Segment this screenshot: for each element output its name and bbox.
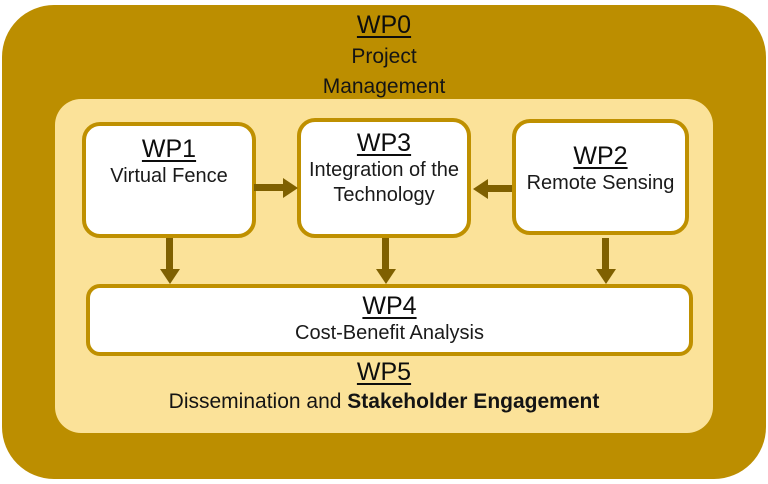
wp4-title: WP4 (362, 292, 417, 320)
wp2-title: WP2 (573, 142, 628, 170)
wp5-body: Dissemination and Stakeholder Engagement (0, 390, 768, 414)
arrow-wp3-to-wp4-shaft (382, 238, 389, 269)
arrow-wp3-to-wp4-head-icon (376, 269, 396, 284)
wp0-body: Project Management (322, 45, 446, 98)
wp3-title: WP3 (356, 129, 412, 157)
arrow-wp2-to-wp3-shaft (488, 185, 512, 192)
wp3-body: Integration of the Technology (308, 159, 460, 206)
arrow-wp1-to-wp4-shaft (166, 238, 173, 269)
wp0-text-block: WP0 Project Management (0, 10, 768, 102)
wp1-body: Virtual Fence (110, 165, 228, 187)
arrow-wp1-to-wp4-head-icon (160, 269, 180, 284)
arrow-wp2-to-wp4-shaft (602, 238, 609, 269)
wp1-box: WP1 Virtual Fence (82, 122, 256, 238)
wp5-text-block: WP5 Dissemination and Stakeholder Engage… (0, 357, 768, 414)
wp1-title: WP1 (141, 135, 197, 163)
wp5-body-regular: Dissemination and (168, 390, 348, 413)
arrow-wp2-to-wp3-head-icon (473, 179, 488, 199)
arrow-wp1-to-wp3-shaft (254, 184, 284, 191)
wp4-box: WP4 Cost-Benefit Analysis (86, 284, 693, 356)
wp2-body: Remote Sensing (526, 172, 675, 194)
arrow-wp1-to-wp3-head-icon (283, 178, 298, 198)
wp5-title: WP5 (356, 358, 412, 386)
wp4-body: Cost-Benefit Analysis (295, 322, 484, 344)
wp2-box: WP2 Remote Sensing (512, 119, 689, 235)
arrow-wp2-to-wp4-head-icon (596, 269, 616, 284)
wp0-title: WP0 (356, 11, 412, 39)
wp5-body-bold: Stakeholder Engagement (347, 390, 600, 413)
wp3-box: WP3 Integration of the Technology (297, 118, 471, 238)
